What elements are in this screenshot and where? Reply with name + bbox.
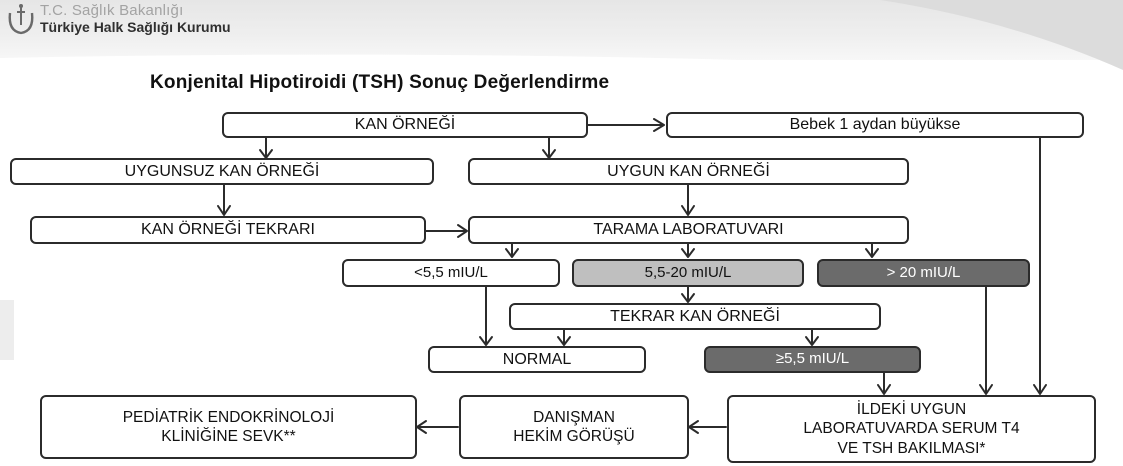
org-name-line1: T.C. Sağlık Bakanlığı bbox=[40, 2, 184, 19]
node-uygunsuz-kan-ornegi: UYGUNSUZ KAN ÖRNEĞİ bbox=[10, 158, 434, 185]
node-normal: NORMAL bbox=[428, 346, 646, 373]
node-low-result: <5,5 mIU/L bbox=[342, 259, 560, 287]
node-uygun-kan-ornegi: UYGUN KAN ÖRNEĞİ bbox=[468, 158, 909, 185]
node-tekrar-kan-ornegi: TEKRAR KAN ÖRNEĞİ bbox=[509, 303, 881, 330]
header-curve-decoration bbox=[0, 0, 1123, 90]
org-name-line2: Türkiye Halk Sağlığı Kurumu bbox=[40, 19, 231, 35]
node-ildeki-laboratuvar: İLDEKİ UYGUN LABORATUVARDA SERUM T4 VE T… bbox=[727, 395, 1096, 463]
node-high-result: > 20 mIU/L bbox=[817, 259, 1030, 287]
node-pediatrik-sevk: PEDİATRİK ENDOKRİNOLOJİ KLİNİĞİNE SEVK** bbox=[40, 395, 417, 459]
ministry-crest-icon bbox=[8, 4, 34, 35]
node-mid-result: 5,5-20 mIU/L bbox=[572, 259, 804, 287]
node-kan-ornegi-tekrari: KAN ÖRNEĞİ TEKRARI bbox=[30, 216, 426, 244]
node-bebek-1-aydan-buyukse: Bebek 1 aydan büyükse bbox=[666, 112, 1084, 138]
node-danisman-hekim: DANIŞMAN HEKİM GÖRÜŞÜ bbox=[459, 395, 689, 459]
left-edge-shade bbox=[0, 300, 14, 360]
node-kan-ornegi: KAN ÖRNEĞİ bbox=[222, 112, 588, 138]
diagram-title: Konjenital Hipotiroidi (TSH) Sonuç Değer… bbox=[150, 72, 610, 93]
node-tarama-laboratuvari: TARAMA LABORATUVARI bbox=[468, 216, 909, 244]
node-ge55-result: ≥5,5 mIU/L bbox=[704, 346, 921, 373]
